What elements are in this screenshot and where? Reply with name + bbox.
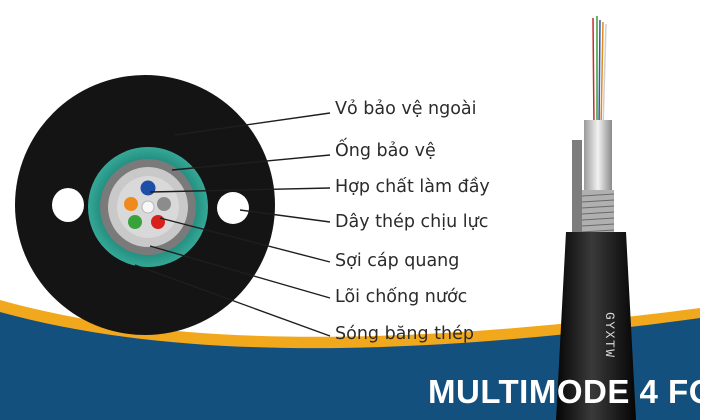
- banner-blue-band: [0, 312, 700, 420]
- label-outer-sheath: Vỏ bảo vệ ngoài: [335, 99, 477, 119]
- fiber-white: [141, 200, 155, 214]
- steel-wire-right: [217, 192, 249, 224]
- label-steel-wire: Dây thép chịu lực: [335, 212, 489, 232]
- label-steel-tape: Sóng băng thép: [335, 324, 475, 344]
- label-optical-fiber: Sợi cáp quang: [335, 251, 460, 271]
- cable-diagram-canvas: GYXTW: [0, 16, 700, 420]
- label-water-blocking: Lõi chống nước: [335, 287, 468, 307]
- leader-line-outer-sheath: [174, 112, 331, 136]
- leader-line-filling-compound: [149, 187, 331, 193]
- cable-print-text: GYXTW: [602, 312, 617, 359]
- cable-jacket: [556, 232, 636, 420]
- fiber-blue: [140, 180, 156, 196]
- fiber-green: [128, 215, 142, 229]
- leader-line-optical-fiber: [159, 217, 331, 263]
- steel-wire-left: [52, 188, 84, 222]
- label-loose-tube: Ống bảo vệ: [335, 141, 436, 161]
- armor-corrugation-lines: [581, 193, 615, 233]
- fiber-orange: [124, 197, 138, 211]
- leader-line-steel-wire: [239, 209, 331, 223]
- leader-line-water-blocking: [149, 245, 331, 299]
- fiber-strand-white: [602, 23, 607, 129]
- leader-line-loose-tube: [171, 154, 331, 171]
- fiber-strand-red: [592, 17, 595, 129]
- side-steel-wire: [572, 140, 582, 260]
- leader-lines: [134, 112, 331, 337]
- banner-orange-swoosh: [0, 300, 700, 350]
- product-banner-title: MULTIMODE 4 FO: [428, 373, 715, 410]
- fiber-red: [151, 215, 165, 229]
- fiber-strand-blue: [598, 19, 601, 129]
- cable-side-view: GYXTW: [556, 16, 636, 420]
- cable-cross-section: [15, 75, 275, 335]
- fiber-strand-orange: [600, 21, 604, 129]
- fiber-gray: [157, 197, 171, 211]
- leader-line-steel-tape: [134, 264, 331, 337]
- label-filling-compound: Hợp chất làm đầy: [335, 177, 490, 197]
